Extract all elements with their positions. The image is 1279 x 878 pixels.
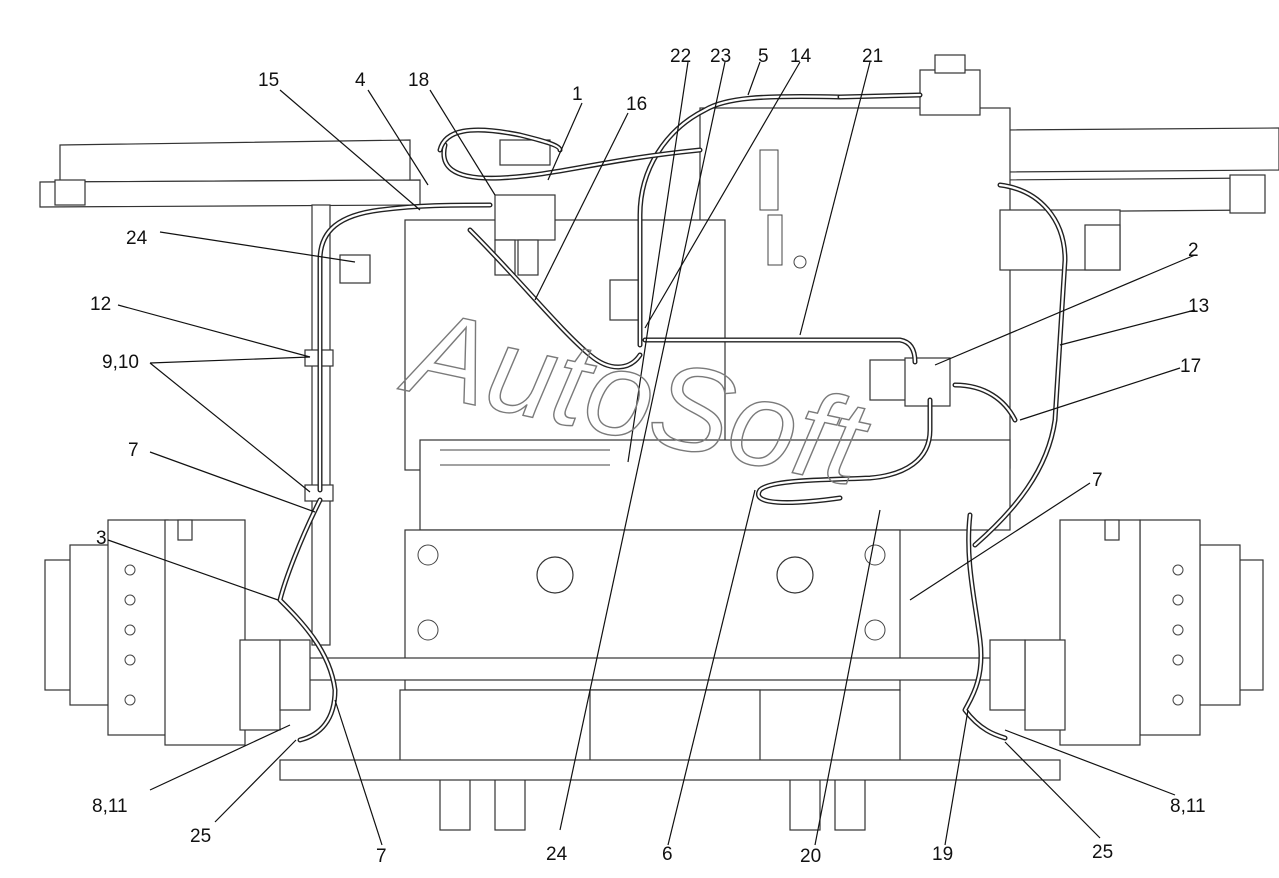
callout-20: 20 [800,846,821,867]
callout-17: 17 [1180,356,1201,377]
callout-22: 22 [670,46,691,67]
callout-16: 16 [626,94,647,115]
callout-8-11-left: 8,11 [92,796,128,817]
axle-beam [279,529,1061,831]
callout-25-right: 25 [1092,842,1113,863]
callout-9-10: 9,10 [102,352,139,373]
callout-2: 2 [1188,240,1199,261]
valve-block [494,139,951,407]
callout-7-right: 7 [1092,470,1103,491]
callout-8-11-right: 8,11 [1170,796,1206,817]
callout-6: 6 [662,844,673,865]
callout-19: 19 [932,844,953,865]
callout-18: 18 [408,70,429,91]
central-unit [404,54,1011,531]
callout-21: 21 [862,46,883,67]
callout-25-left: 25 [190,826,211,847]
right-wheel-hub [989,519,1264,746]
callout-5: 5 [758,46,769,67]
callout-3: 3 [96,528,107,549]
callout-7-bottom: 7 [376,846,387,867]
left-wheel-hub [44,519,311,746]
callout-1: 1 [572,84,583,105]
callout-15: 15 [258,70,279,91]
hydraulic-hoses [277,92,1068,743]
frame-rails [39,127,1279,214]
callout-7-left: 7 [128,440,139,461]
callout-13: 13 [1188,296,1209,317]
callout-labels: 22 23 5 14 21 15 4 18 1 16 24 2 12 13 9,… [90,46,1209,867]
callout-24-bottom: 24 [546,844,568,865]
leader-lines [107,61,1196,846]
callout-23: 23 [710,46,731,67]
callout-24-top: 24 [126,228,148,249]
callout-12: 12 [90,294,111,315]
callout-4: 4 [355,70,366,91]
callout-14: 14 [790,46,812,67]
